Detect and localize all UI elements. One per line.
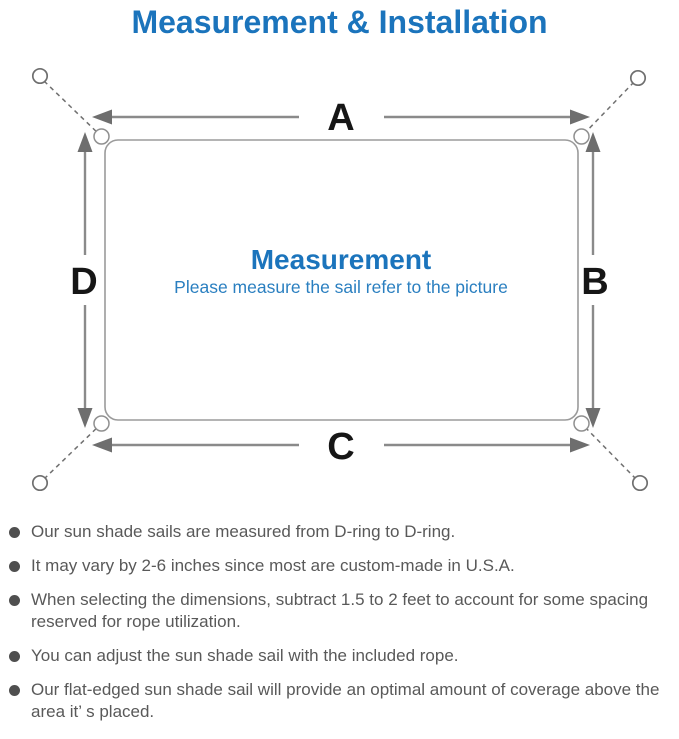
- dimension-label-a: A: [327, 97, 354, 139]
- note-item: It may vary by 2-6 inches since most are…: [0, 555, 675, 577]
- bullet-dot: [9, 685, 20, 696]
- note-text: It may vary by 2-6 inches since most are…: [31, 556, 515, 575]
- anchor-ring-bottom-right: [631, 474, 649, 492]
- d-ring-bumps: [93, 128, 590, 432]
- measurement-diagram: A C D: [0, 55, 679, 515]
- note-item: When selecting the dimensions, subtract …: [0, 589, 675, 633]
- bullet-dot: [9, 595, 20, 606]
- arrow-d-head-down: [77, 408, 93, 428]
- d-ring-top-right: [573, 128, 590, 145]
- note-item: Our sun shade sails are measured from D-…: [0, 521, 675, 543]
- diagram-center-subtitle: Please measure the sail refer to the pic…: [174, 277, 508, 297]
- sail-rectangle: [104, 139, 579, 421]
- bullet-dot: [9, 527, 20, 538]
- dimension-label-c: C: [327, 426, 354, 468]
- dashed-line-bottom-left: [43, 421, 104, 480]
- anchor-ring-bottom-left: [31, 474, 49, 492]
- arrow-a-head-right: [570, 109, 590, 125]
- dimension-arrow-c: C: [92, 426, 590, 468]
- arrow-a-head-left: [92, 109, 112, 125]
- corner-dashed-lines: [43, 80, 637, 480]
- note-text: Our sun shade sails are measured from D-…: [31, 522, 456, 541]
- page-title: Measurement & Installation: [131, 4, 548, 40]
- bullet-dot: [9, 651, 20, 662]
- anchor-ring-top-left: [31, 67, 49, 85]
- d-ring-bottom-right: [573, 415, 590, 432]
- dimension-arrow-b: B: [581, 132, 609, 428]
- dimension-arrow-a: A: [92, 97, 590, 139]
- note-text: You can adjust the sun shade sail with t…: [31, 646, 459, 665]
- arrow-b-head-down: [585, 408, 601, 428]
- arrow-d-head-up: [77, 132, 93, 152]
- anchor-rings: [31, 67, 649, 492]
- dashed-line-bottom-right: [579, 421, 637, 480]
- bullet-dot: [9, 561, 20, 572]
- dimension-arrow-d: D: [70, 132, 98, 428]
- arrow-c-head-left: [92, 437, 112, 453]
- diagram-center-title: Measurement: [251, 244, 432, 275]
- anchor-ring-top-right: [629, 69, 647, 87]
- dashed-line-top-right: [579, 81, 635, 139]
- note-item: Our flat-edged sun shade sail will provi…: [0, 679, 675, 723]
- d-ring-bottom-left: [93, 415, 110, 432]
- dashed-line-top-left: [43, 80, 104, 139]
- d-ring-top-left: [93, 128, 110, 145]
- arrow-b-head-up: [585, 132, 601, 152]
- note-text: Our flat-edged sun shade sail will provi…: [31, 680, 660, 721]
- measurement-diagram-svg: A C D: [31, 67, 649, 492]
- note-text: When selecting the dimensions, subtract …: [31, 590, 649, 631]
- notes-list: Our sun shade sails are measured from D-…: [0, 521, 679, 735]
- dimension-label-b: B: [581, 261, 608, 303]
- arrow-c-head-right: [570, 437, 590, 453]
- note-item: You can adjust the sun shade sail with t…: [0, 645, 675, 667]
- dimension-label-d: D: [70, 261, 97, 303]
